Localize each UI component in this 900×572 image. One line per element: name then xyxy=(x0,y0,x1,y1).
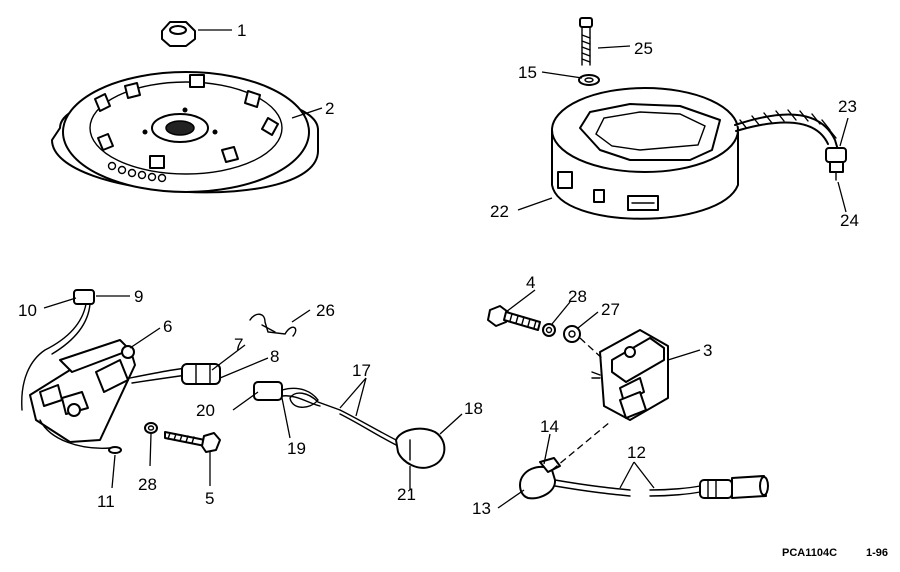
callout-19: 19 xyxy=(287,439,306,458)
callout-4: 4 xyxy=(526,273,535,292)
callout-21: 21 xyxy=(397,485,416,504)
stator xyxy=(551,87,847,220)
flywheel xyxy=(51,71,320,194)
callout-13: 13 xyxy=(472,499,491,518)
callout-8: 8 xyxy=(270,347,279,366)
callout-5: 5 xyxy=(205,489,214,508)
callout-23: 23 xyxy=(838,97,857,116)
callout-12: 12 xyxy=(627,443,646,462)
spring-clip xyxy=(249,313,297,337)
callout-25: 25 xyxy=(634,39,653,58)
callout-18: 18 xyxy=(464,399,483,418)
callout-24: 24 xyxy=(840,211,859,230)
hex-nut xyxy=(161,21,196,47)
ignition-coil xyxy=(591,329,669,421)
callout-15: 15 xyxy=(518,63,537,82)
callout-3: 3 xyxy=(703,341,712,360)
drawing-code: PCA1104C 1-96 xyxy=(782,547,888,559)
drawing-date: 1-96 xyxy=(866,547,888,559)
callout-27: 27 xyxy=(601,300,620,319)
callout-28-left: 28 xyxy=(138,475,157,494)
callout-20: 20 xyxy=(196,401,215,420)
lead-cap xyxy=(21,289,95,411)
flat-washer xyxy=(578,74,600,86)
callout-14: 14 xyxy=(540,417,559,436)
leader-lines xyxy=(43,29,849,509)
callout-22: 22 xyxy=(490,202,509,221)
bullet-connector xyxy=(181,363,221,385)
lock-washer-left xyxy=(144,422,158,434)
callout-11: 11 xyxy=(97,492,115,511)
assembly-guide-lines xyxy=(551,337,611,471)
callout-6: 6 xyxy=(163,317,172,336)
plain-washer xyxy=(563,325,581,343)
stator-screw xyxy=(579,17,593,66)
callout-10: 10 xyxy=(18,301,37,320)
callout-2: 2 xyxy=(325,99,334,118)
spark-plug-lead xyxy=(519,457,769,500)
power-pack xyxy=(29,339,211,454)
stop-lead-assembly xyxy=(253,381,446,469)
drawing-number: PCA1104C xyxy=(782,547,837,559)
callout-1: 1 xyxy=(237,21,246,40)
callout-17: 17 xyxy=(352,361,371,380)
callout-9: 9 xyxy=(134,287,143,306)
callout-7: 7 xyxy=(234,335,243,354)
callout-26: 26 xyxy=(316,301,335,320)
coil-bolt xyxy=(487,305,541,331)
module-bolt xyxy=(164,431,221,453)
callout-28-right: 28 xyxy=(568,287,587,306)
callout-numbers: 1 2 3 4 5 6 7 8 9 10 11 12 13 14 15 17 1… xyxy=(18,21,859,518)
lock-washer-right xyxy=(542,323,556,337)
